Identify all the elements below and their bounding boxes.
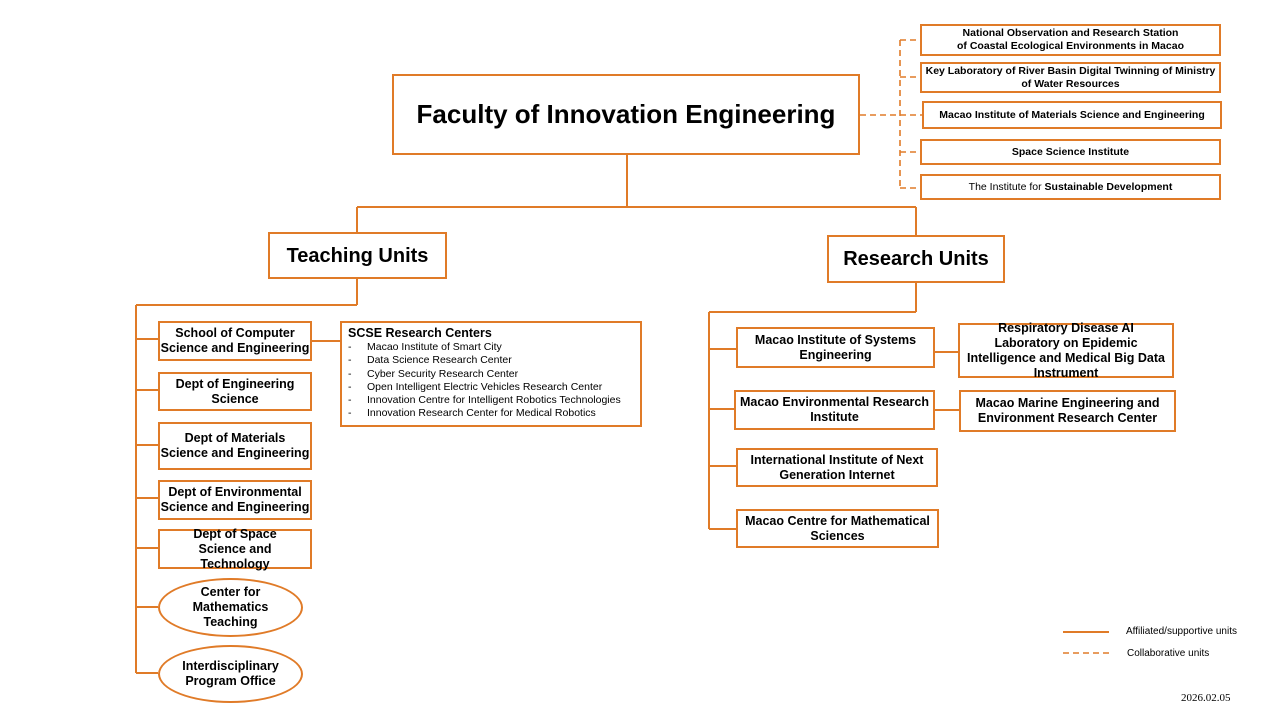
list-item: - Innovation Research Center for Medical …	[348, 407, 634, 420]
collab-unit-label: of Coastal Ecological Environments in Ma…	[957, 40, 1184, 52]
list-item-label: Innovation Centre for Intelligent Roboti…	[367, 394, 621, 407]
teaching-unit-scse: School of Computer Science and Engineeri…	[158, 321, 312, 361]
teaching-unit-label: Dept of Space Science and Technology	[193, 526, 277, 571]
research-units-box: Research Units	[827, 235, 1005, 283]
collab-unit-label: Space Science Institute	[1011, 145, 1130, 158]
research-unit-mathematical-sciences: Macao Centre for Mathematical Sciences	[736, 509, 939, 548]
teaching-unit-materials-science: Dept of Materials Science and Engineerin…	[158, 422, 312, 470]
list-item: - Open Intelligent Electric Vehicles Rese…	[348, 381, 634, 394]
research-unit-environmental-research: Macao Environmental Research Institute	[734, 390, 935, 430]
collab-unit-label-suffix: Sustainable Development	[1044, 180, 1173, 193]
scse-research-centers-box: SCSE Research Centers - Macao Institute o…	[340, 321, 642, 427]
teaching-units-box: Teaching Units	[268, 232, 447, 279]
teaching-units-title: Teaching Units	[286, 244, 429, 267]
list-bullet: -	[348, 380, 352, 393]
faculty-title: Faculty of Innovation Engineering	[416, 98, 836, 129]
date-stamp: 2026.02.05	[1181, 692, 1231, 704]
collab-unit-sustainable-development: The Institute for Sustainable Developmen…	[920, 174, 1221, 200]
teaching-unit-engineering-science: Dept of Engineering Science	[158, 372, 312, 411]
research-unit-label: Macao Centre for Mathematical Sciences	[745, 513, 930, 543]
faculty-box: Faculty of Innovation Engineering	[392, 74, 860, 155]
legend-solid-label: Affiliated/supportive units	[1126, 626, 1237, 637]
teaching-unit-space-science: Dept of Space Science and Technology	[158, 526, 312, 571]
list-bullet: -	[348, 407, 352, 420]
teaching-unit-environmental-science: Dept of Environmental Science and Engine…	[158, 480, 312, 520]
teaching-unit-label: Center for Mathematics Teaching	[192, 585, 269, 629]
collab-unit-label-prefix: The Institute for	[968, 180, 1045, 193]
research-unit-label: Macao Institute of Systems Engineering	[754, 332, 917, 362]
list-item: - Innovation Centre for Intelligent Robot…	[348, 394, 634, 407]
teaching-unit-interdisciplinary-office: Interdisciplinary Program Office	[158, 645, 303, 703]
research-units-title: Research Units	[843, 248, 989, 270]
research-unit-systems-engineering: Macao Institute of Systems Engineering	[736, 327, 935, 368]
list-item: - Data Science Research Center	[348, 354, 634, 367]
collab-unit-label: Macao Institute of Materials Science and…	[939, 108, 1205, 121]
collab-unit-space-science: Space Science Institute	[920, 139, 1221, 165]
research-subunit-respiratory-ai-lab: Respiratory Disease AI Laboratory on Epi…	[958, 320, 1174, 380]
list-item-label: Open Intelligent Electric Vehicles Resea…	[367, 380, 603, 393]
collab-unit-coastal-station: National Observation and Research Statio…	[920, 24, 1221, 56]
list-bullet: -	[348, 354, 352, 367]
list-bullet: -	[348, 367, 352, 380]
teaching-unit-math-center: Center for Mathematics Teaching	[158, 578, 303, 637]
scse-research-centers-list: - Macao Institute of Smart City - Data Sci…	[348, 341, 634, 421]
research-unit-next-gen-internet: International Institute of Next Generati…	[736, 448, 938, 487]
research-subunit-marine-engineering: Macao Marine Engineering and Environment…	[959, 390, 1176, 432]
research-unit-label: International Institute of Next Generati…	[750, 452, 924, 482]
list-item: - Cyber Security Research Center	[348, 368, 634, 381]
legend-dashed-label: Collaborative units	[1127, 648, 1210, 659]
teaching-unit-label: Dept of Engineering Science	[175, 376, 295, 406]
teaching-unit-label: School of Computer Science and Engineeri…	[160, 326, 310, 355]
list-item-label: Macao Institute of Smart City	[367, 341, 502, 353]
teaching-unit-label: Dept of Materials Science and Engineerin…	[160, 431, 310, 460]
collab-unit-label: Key Laboratory of River Basin Digital Tw…	[925, 64, 1216, 77]
collab-unit-materials-institute: Macao Institute of Materials Science and…	[922, 101, 1222, 129]
research-unit-label: Macao Environmental Research Institute	[740, 395, 929, 424]
list-bullet: -	[348, 341, 352, 353]
research-subunit-label: Macao Marine Engineering and Environment…	[975, 396, 1160, 425]
list-item-label: Innovation Research Center for Medical R…	[367, 407, 596, 420]
teaching-unit-label: Interdisciplinary Program Office	[182, 659, 279, 688]
collab-unit-label: National Observation and Research Statio…	[962, 27, 1179, 40]
list-item-label: Data Science Research Center	[367, 354, 512, 367]
list-bullet: -	[348, 394, 352, 407]
collab-unit-label: of Water Resources	[1021, 77, 1120, 90]
teaching-unit-label: Dept of Environmental Science and Engine…	[160, 485, 310, 514]
collab-unit-river-basin-lab: Key Laboratory of River Basin Digital Tw…	[920, 62, 1221, 93]
list-item: - Macao Institute of Smart City	[348, 341, 634, 354]
list-item-label: Cyber Security Research Center	[367, 367, 519, 380]
research-subunit-label: Respiratory Disease AI Laboratory on Epi…	[967, 320, 1165, 380]
scse-research-centers-title: SCSE Research Centers	[348, 326, 492, 340]
